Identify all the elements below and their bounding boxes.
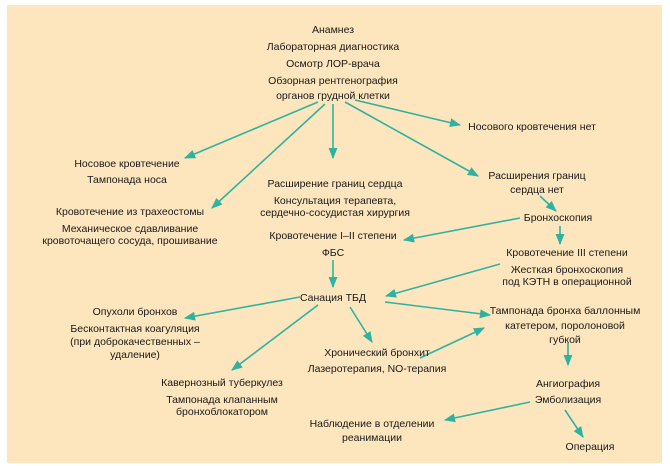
node-sanation: Санация ТБД: [300, 291, 366, 306]
node-line: (при доброкачественных –: [70, 336, 200, 348]
node-line: Носового кровтечения нет: [468, 121, 596, 133]
flow-arrow: [183, 101, 319, 159]
node-line: Наблюдение в отделении: [309, 418, 435, 430]
node-line: катетером, поролоновой: [505, 319, 625, 332]
node-line: Кавернозный туберкулез: [161, 377, 283, 389]
node-line: ФБС: [321, 247, 345, 259]
diagram-background: [7, 5, 662, 463]
node-line: Санация ТБД: [299, 292, 367, 304]
node-line: Тампонада клапанным: [166, 393, 278, 406]
flow-arrow: [539, 195, 557, 212]
flow-arrow: [443, 401, 531, 423]
flow-arrow: [419, 327, 486, 359]
node-chronic-bronchitis: Хронический бронхит Лазеротерапия, NO-те…: [308, 346, 447, 377]
flow-arrow: [384, 263, 501, 298]
node-bronchoscopy: Бронхоскопия: [524, 211, 592, 226]
node-line: Кровотечение III степени: [506, 247, 628, 259]
node-heart-enlarged: Расширение границ сердца Консультация те…: [260, 177, 410, 221]
node-line: Расширение границ сердца: [267, 178, 403, 190]
node-cavernous-tuberculosis: Кавернозный туберкулез Тампонада клапанн…: [161, 376, 283, 420]
node-line: бронхоблокатором: [176, 406, 268, 418]
node-line: губкой: [549, 334, 581, 346]
node-nasal-bleeding: Носовое кровтечение Тампонада носа: [74, 156, 179, 188]
node-line: Лазеротерапия, NO-терапия: [307, 362, 447, 375]
node-bronchus-tamponade: Тампонада бронха баллонным катетером, по…: [490, 304, 641, 348]
node-line: сердечно-сосудистая хирургия: [260, 207, 410, 219]
node-line: Тампонада носа: [87, 174, 167, 186]
node-initial-exam: Анамнез Лабораторная диагностика Осмотр …: [267, 22, 400, 105]
node-line: удаление): [110, 348, 160, 361]
node-line: Ангиография: [535, 378, 601, 390]
node-line: сердца нет: [510, 183, 564, 196]
flow-arrow: [183, 296, 301, 321]
node-line: Кровотечение из трахеостомы: [55, 206, 205, 218]
node-no-nasal-bleeding: Носового кровтечения нет: [468, 120, 596, 135]
node-line: Обзорная рентгенография: [268, 75, 398, 87]
node-line: Жесткая бронхоскопия: [510, 263, 624, 276]
node-angiography: Ангиография Эмболизация: [535, 376, 601, 408]
node-heart-normal: Расширения границ сердца нет: [488, 170, 585, 197]
node-line: Осмотр ЛОР-врача: [286, 58, 380, 70]
flow-arrow: [384, 301, 492, 319]
node-bleeding-grade-3: Кровотечение III степени Жесткая бронхос…: [502, 246, 631, 290]
node-line: Носовое кровтечение: [74, 158, 180, 170]
flow-arrow: [344, 101, 479, 177]
flow-arrow: [231, 304, 319, 371]
node-line: Бронхоскопия: [523, 212, 593, 224]
node-bronchial-tumors: Опухоли бронхов Бесконтактная коагуляция…: [70, 305, 200, 362]
node-line: органов грудной клетки: [276, 90, 390, 102]
node-surgery: Операция: [566, 440, 615, 455]
node-tracheostomy-bleeding: Кровотечение из трахеостомы Механическое…: [42, 205, 217, 249]
node-line: Хронический бронхит: [324, 347, 430, 359]
node-line: Механическое сдавливание: [61, 222, 199, 235]
node-line: Операция: [565, 441, 615, 453]
flow-arrow: [564, 409, 584, 438]
node-icu-observation: Наблюдение в отделении реанимации: [310, 418, 435, 445]
node-line: Консультация терапевта,: [273, 194, 397, 207]
node-line: Бесконтактная коагуляция: [70, 322, 200, 335]
node-line: кровоточащего сосуда, прошивание: [42, 235, 218, 247]
flow-arrow: [354, 99, 462, 128]
node-line: Эмболизация: [534, 394, 602, 406]
node-line: под КЭТН в операционной: [502, 276, 632, 288]
node-line: Расширения границ: [488, 170, 586, 182]
flow-arrow: [211, 103, 326, 209]
flow-arrow: [402, 217, 521, 243]
node-line: Кровотечение I–II степени: [269, 230, 397, 242]
node-line: Анамнез: [311, 24, 355, 36]
node-bleeding-grade-1-2: Кровотечение I–II степени ФБС: [269, 228, 396, 262]
node-line: Опухоли бронхов: [92, 306, 178, 318]
node-line: Лабораторная диагностика: [266, 41, 400, 53]
flow-arrow: [349, 306, 373, 343]
node-line: Тампонада бронха баллонным: [489, 305, 641, 317]
node-line: реанимации: [342, 431, 402, 444]
